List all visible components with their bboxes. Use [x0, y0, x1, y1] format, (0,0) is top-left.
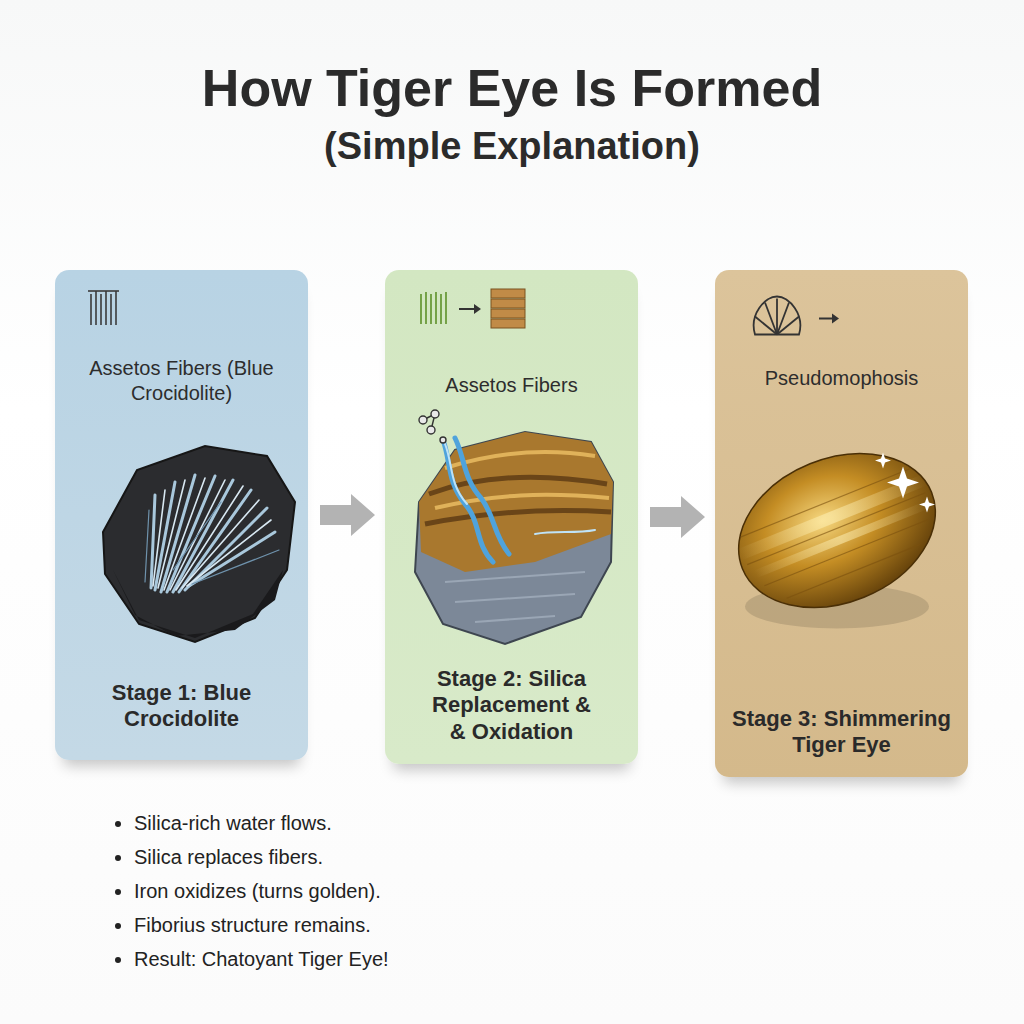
illustration-part — [737, 467, 943, 608]
bullet-notes: Silica-rich water flows.Silica replaces … — [112, 806, 972, 976]
subtitle: (Simple Explanation) — [0, 126, 1024, 168]
illustration-part — [754, 297, 801, 335]
illustration-part — [875, 453, 935, 513]
bullet-note: Result: Chatoyant Tiger Eye! — [134, 942, 972, 976]
illustration-part — [88, 291, 119, 325]
illustration-part — [435, 292, 437, 324]
illustration-part — [182, 500, 259, 588]
illustration-part — [176, 486, 243, 590]
illustration-part — [443, 438, 509, 562]
illustration-part — [440, 294, 442, 324]
title-area: How Tiger Eye Is Formed — [0, 60, 1024, 117]
illustration-part — [90, 294, 92, 325]
illustration-part — [474, 304, 481, 314]
illustration-part — [535, 530, 595, 534]
illustration-part — [764, 520, 927, 586]
illustration-part — [145, 510, 149, 582]
illustration-part — [491, 289, 525, 328]
illustration-part — [415, 432, 613, 644]
illustration-part — [151, 475, 275, 592]
illustration-part — [755, 317, 777, 335]
stage-label: Stage 1: Blue Crocidolite — [67, 680, 296, 733]
bullet-note: Fiborius structure remains. — [134, 908, 972, 942]
illustration-part — [491, 309, 525, 318]
illustration-part — [420, 294, 422, 324]
block-arrow — [320, 494, 375, 536]
illustration-part — [747, 493, 925, 565]
illustration-part — [491, 299, 525, 308]
stage-heading: Pseudomophosis — [732, 366, 952, 391]
illustration-part — [875, 453, 891, 469]
illustration-part — [419, 416, 427, 424]
illustration-part — [103, 446, 295, 642]
illustration-part — [445, 292, 447, 324]
illustration-part — [777, 317, 799, 335]
illustration-part — [445, 572, 585, 582]
illustration-part — [419, 432, 613, 572]
illustration-part — [919, 497, 935, 513]
illustration-part — [491, 319, 525, 328]
illustration-part — [787, 544, 921, 598]
illustration-part — [419, 410, 446, 443]
illustration-part — [95, 291, 97, 325]
title: How Tiger Eye Is Formed — [0, 60, 1024, 117]
illustration-part — [430, 294, 432, 324]
stage-heading: Assetos Fibers — [402, 373, 622, 398]
illustration-part — [110, 294, 112, 325]
illustration-part — [475, 616, 555, 622]
illustration-part — [445, 444, 595, 534]
stage-panel: Assetos FibersStage 2: Silica Replacemen… — [385, 270, 638, 764]
bullet-note: Iron oxidizes (turns golden). — [134, 874, 972, 908]
illustration-part — [832, 314, 839, 324]
illustration-part — [491, 289, 525, 298]
illustration-part — [440, 437, 446, 443]
bullet-note: Silica-rich water flows. — [134, 806, 972, 840]
subtitle-area: (Simple Explanation) — [0, 126, 1024, 168]
illustration-part — [153, 490, 165, 586]
illustration-part — [153, 478, 271, 590]
stage-label: Stage 2: Silica Replacement & & Oxidatio… — [424, 666, 599, 745]
illustration-part — [431, 410, 439, 418]
illustration-part — [887, 467, 919, 499]
illustration-part — [425, 511, 611, 525]
illustration-part — [189, 532, 275, 586]
bullet-note: Silica replaces fibers. — [134, 840, 972, 874]
illustration-part — [187, 520, 271, 586]
block-arrow — [650, 496, 705, 538]
illustration-part — [445, 572, 585, 622]
illustration-part — [192, 550, 279, 584]
illustration-part — [715, 426, 958, 636]
illustration-part — [421, 292, 446, 324]
illustration-part — [740, 468, 911, 537]
stage-panel: Assetos Fibers (Blue Crocidolite) Stage 1… — [55, 270, 308, 760]
illustration-part — [455, 594, 575, 602]
illustration-part — [445, 452, 595, 468]
illustration-part — [445, 444, 467, 504]
illustration-part — [170, 480, 225, 590]
illustration-part — [179, 490, 251, 592]
illustration-part — [754, 502, 928, 578]
illustration-part — [427, 426, 435, 434]
illustration-part — [100, 294, 102, 325]
illustration-part — [88, 290, 119, 292]
illustration-part — [715, 426, 958, 636]
stage-heading: Assetos Fibers (Blue Crocidolite) — [79, 356, 284, 406]
illustration-part — [173, 480, 233, 592]
illustration-part — [145, 502, 279, 584]
illustration-part — [776, 299, 778, 335]
illustration-part — [115, 291, 117, 325]
illustration-part — [173, 502, 221, 570]
bullet-list: Silica-rich water flows.Silica replaces … — [112, 806, 972, 976]
illustration-part — [105, 291, 107, 325]
stage-label: Stage 3: Shimmering Tiger Eye — [727, 706, 956, 759]
illustration-part — [425, 292, 427, 324]
stage-panel: PseudomophosisStage 3: Shimmering Tiger … — [715, 270, 968, 777]
illustration-part — [754, 297, 801, 335]
tiger-eye-stone-illustration — [715, 270, 968, 777]
illustration-part — [455, 438, 509, 554]
